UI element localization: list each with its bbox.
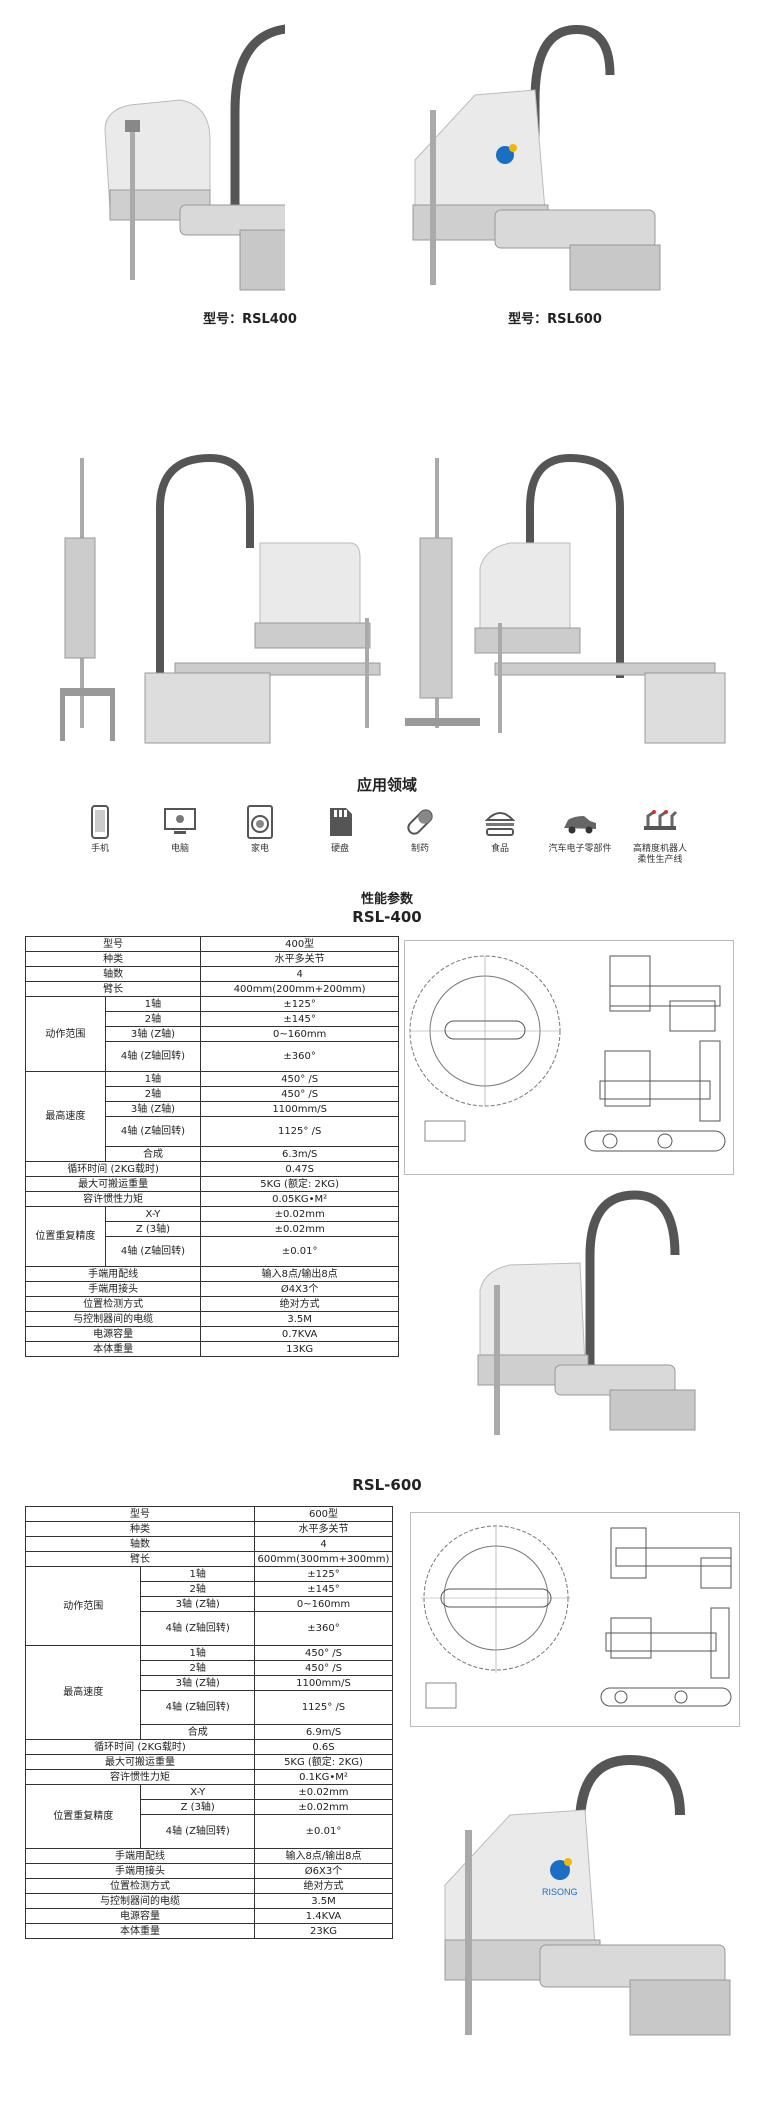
table-row: 4轴 (Z轴回转)1125° /S: [26, 1116, 399, 1147]
table-row: 循环时间 (2KG载时)0.47S: [24, 1161, 399, 1177]
sd-card-icon: [322, 804, 358, 840]
table-row: Z (3轴)±0.02mm: [26, 1221, 399, 1237]
table-row: 种类水平多关节: [25, 1521, 393, 1537]
table-row: 位置检测方式绝对方式: [24, 1296, 399, 1312]
table-row: 循环时间 (2KG载时)0.6S: [25, 1739, 393, 1755]
table-row: 3轴 (Z轴)0~160mm: [26, 1596, 393, 1612]
burger-icon: [482, 804, 518, 840]
applications-list: 手机 电脑 家电 硬盘 制药 食品 汽车电子零部件: [60, 804, 720, 874]
robot-rsl400-image: [85, 20, 285, 300]
washing-machine-icon: [242, 804, 278, 840]
car-icon: [562, 804, 598, 840]
table-row: 4轴 (Z轴回转)1125° /S: [26, 1690, 393, 1725]
app-item-storage: 硬盘: [300, 804, 380, 855]
brand-logo-text: RISONG: [542, 1887, 578, 1897]
caption-rsl600: 型号：RSL600: [508, 312, 602, 327]
app-item-food: 食品: [460, 804, 540, 855]
computer-icon: [162, 804, 198, 840]
rsl400-technical-drawing: [404, 940, 734, 1175]
table-row: 种类水平多关节: [24, 951, 399, 967]
robot-side-view-left: [60, 448, 390, 758]
table-row: 手端用配线输入8点/输出8点: [25, 1848, 393, 1864]
phone-icon: [82, 804, 118, 840]
app-item-phone: 手机: [60, 804, 140, 855]
performance-title: 性能参数: [360, 892, 413, 907]
app-item-pharma: 制药: [380, 804, 460, 855]
rsl600-product-image: RISONG: [430, 1745, 750, 2045]
table-row: 手端用配线输入8点/输出8点: [24, 1266, 399, 1282]
applications-title: 应用领域: [356, 776, 417, 794]
robot-rsl600-image: [395, 20, 675, 300]
rsl600-technical-drawing: [410, 1512, 740, 1727]
app-item-robot-line: 高精度机器人 柔性生产线: [620, 804, 700, 866]
table-row: 位置检测方式绝对方式: [25, 1878, 393, 1894]
table-row: Z (3轴)±0.02mm: [26, 1799, 393, 1815]
app-item-automotive: 汽车电子零部件: [540, 804, 620, 855]
robot-line-icon: [642, 804, 678, 840]
rsl600-title: RSL-600: [352, 1476, 422, 1494]
caption-rsl400: 型号：RSL400: [203, 312, 297, 327]
app-item-appliance: 家电: [220, 804, 300, 855]
rsl400-title: RSL-400: [352, 908, 422, 926]
capsule-icon: [402, 804, 438, 840]
table-row: 4轴 (Z轴回转)±360°: [26, 1611, 393, 1646]
robot-side-view-right: [400, 448, 730, 758]
rsl400-product-image: [460, 1185, 710, 1435]
app-item-computer: 电脑: [140, 804, 220, 855]
